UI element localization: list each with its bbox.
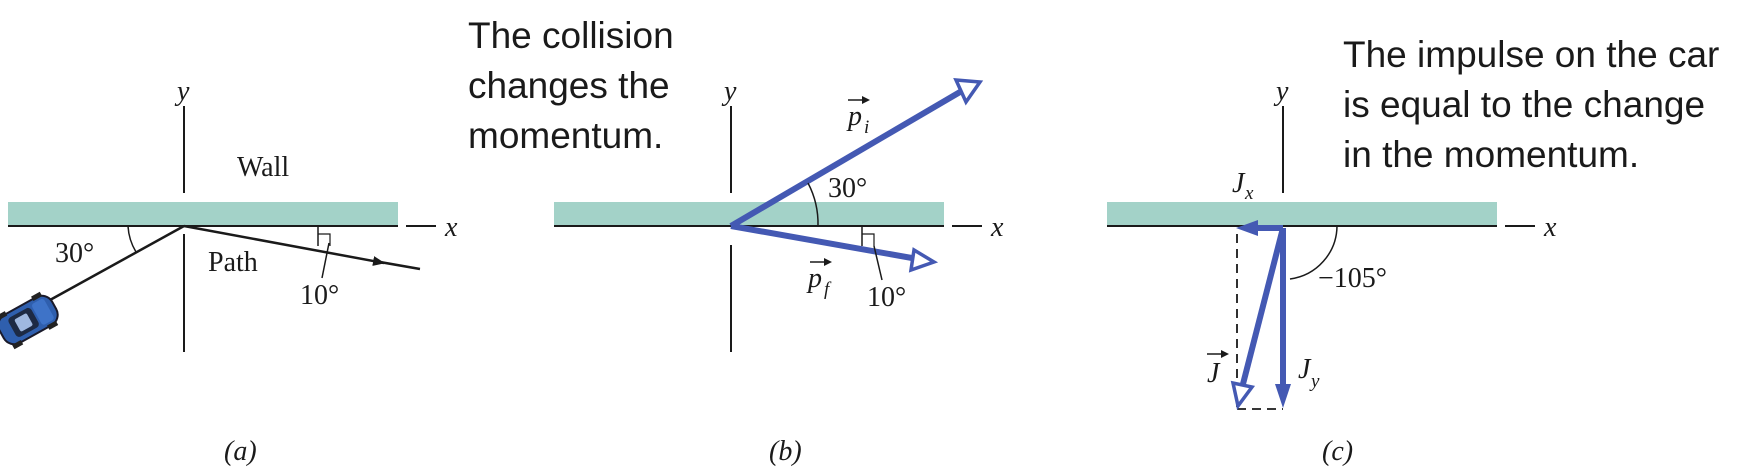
angle-J-label: −105° [1318,263,1387,294]
y-axis-label: y [1273,76,1289,107]
angle-pf-label: 10° [867,282,906,313]
outgoing-path [183,224,385,266]
x-axis-label: x [990,212,1004,243]
caption-c-line-2: is equal to the change [1343,84,1705,125]
caption-b-line-1: The collision [468,15,674,56]
svg-text:x: x [1244,183,1254,204]
angle-tick-out [318,233,331,246]
svg-text:J: J [1232,168,1246,199]
svg-text:J: J [1298,354,1312,385]
angle-pi-label: 30° [828,173,867,204]
pi-vector-head [953,78,984,106]
caption-b-line-2: changes the [468,65,670,106]
j-label: J [1207,350,1229,389]
wall [8,202,398,225]
svg-text:f: f [824,279,832,300]
wall-label: Wall [237,152,289,183]
race-car-icon [0,291,59,350]
incoming-path [49,224,185,302]
caption-c-line-3: in the momentum. [1343,134,1639,175]
jy-label: J y [1298,354,1320,392]
angle-out-label: 10° [300,280,339,311]
pi-label: p i [846,96,870,138]
y-axis-label: y [721,76,737,107]
path-label: Path [208,247,258,278]
jx-label: J x [1232,168,1254,204]
jx-vector-head [1236,220,1258,236]
y-axis-label: y [174,76,190,107]
angle-arc-J [1289,225,1338,280]
panel-b: The collision changes the momentum. x y … [468,15,1004,467]
panel-a-label: (a) [224,436,257,467]
angle-in-label: 30° [55,238,94,269]
j-vector-head [1230,380,1256,411]
panel-c: The impulse on the car is equal to the c… [1107,34,1719,467]
x-axis-label: x [444,212,458,243]
svg-text:p: p [806,263,822,294]
angle-arc-pi [807,182,819,227]
x-axis-label: x [1543,212,1557,243]
pf-vector [730,223,913,261]
caption-b-line-3: momentum. [468,115,663,156]
svg-text:J: J [1207,358,1221,389]
svg-text:y: y [1309,371,1320,392]
angle-arc-in [127,225,137,253]
panel-b-label: (b) [769,436,802,467]
jy-vector-head [1275,384,1291,408]
caption-c-line-1: The impulse on the car [1343,34,1719,75]
panel-a: x y Wall Path 30° 10° (a) [0,76,458,467]
pf-label: p f [806,258,832,300]
svg-text:i: i [864,117,869,138]
svg-text:p: p [846,101,862,132]
pi-vector [729,89,962,229]
panel-c-label: (c) [1322,436,1353,467]
j-vector [1240,227,1286,385]
angle-pf-leader [873,245,883,281]
pf-vector-head [908,247,939,273]
angle-out-leader [321,242,330,279]
outgoing-path-tail [379,260,421,271]
wall [1107,202,1497,225]
angle-tick-pf [862,233,875,246]
